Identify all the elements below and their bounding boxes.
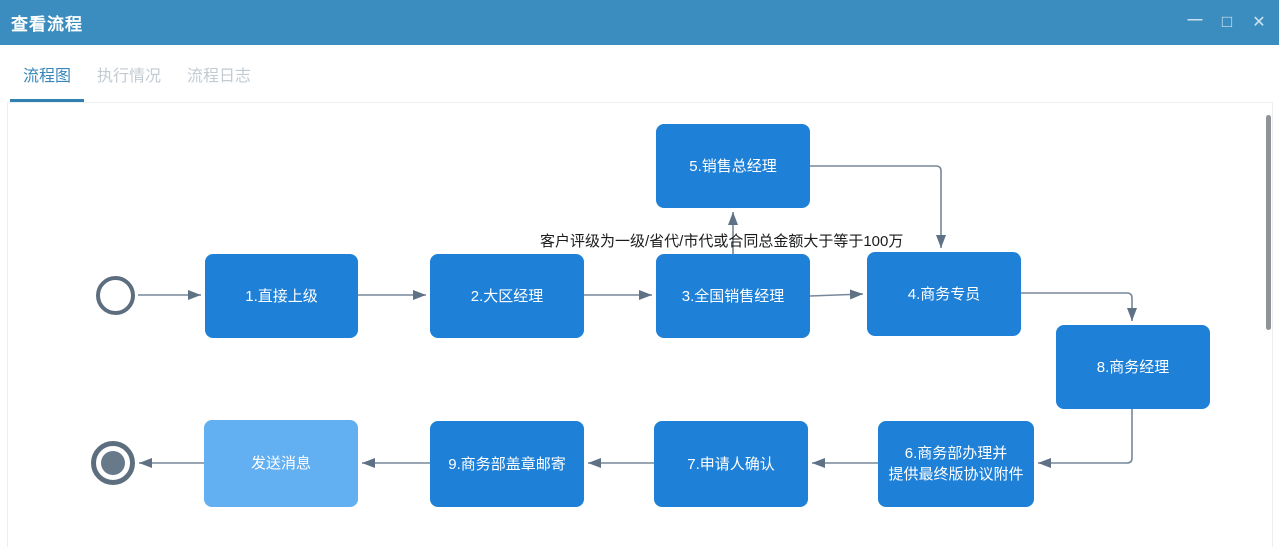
flow-node-7: 7.申请人确认 bbox=[654, 421, 808, 507]
flow-node-8: 8.商务经理 bbox=[1056, 325, 1210, 409]
condition-label: 客户评级为一级/省代/市代或合同总金额大于等于100万 bbox=[540, 233, 904, 250]
flow-node-3: 3.全国销售经理 bbox=[656, 254, 810, 338]
end-event-inner-dot bbox=[101, 451, 125, 475]
tab-execution-status[interactable]: 执行情况 bbox=[97, 68, 162, 85]
window-controls: — □ ✕ bbox=[1183, 0, 1271, 45]
tab-process-log[interactable]: 流程日志 bbox=[187, 68, 252, 85]
flow-node-9: 9.商务部盖章邮寄 bbox=[430, 421, 584, 507]
flow-node-2: 2.大区经理 bbox=[430, 254, 584, 338]
close-icon[interactable]: ✕ bbox=[1252, 13, 1266, 31]
minimize-icon[interactable]: — bbox=[1187, 11, 1203, 28]
flow-node-1: 1.直接上级 bbox=[205, 254, 358, 338]
vertical-scrollbar-thumb[interactable] bbox=[1266, 115, 1271, 330]
start-event-icon bbox=[96, 276, 135, 315]
flow-node-send-message: 发送消息 bbox=[204, 420, 358, 507]
titlebar: 查看流程 — □ ✕ bbox=[0, 0, 1279, 45]
connector-4-to-8 bbox=[1021, 292, 1137, 321]
maximize-icon[interactable]: □ bbox=[1221, 12, 1233, 31]
flow-node-4: 4.商务专员 bbox=[867, 252, 1021, 336]
flow-node-5: 5.销售总经理 bbox=[656, 124, 810, 208]
connector-8-to-6 bbox=[1038, 409, 1133, 468]
end-event-icon bbox=[91, 441, 135, 485]
tab-flow-diagram[interactable]: 流程图 bbox=[10, 48, 85, 102]
flow-node-6: 6.商务部办理并 提供最终版协议附件 bbox=[878, 421, 1034, 507]
tab-bar: 流程图 执行情况 流程日志 bbox=[0, 45, 1279, 102]
window-title: 查看流程 bbox=[11, 15, 83, 34]
connector-3-to-4 bbox=[809, 289, 864, 300]
